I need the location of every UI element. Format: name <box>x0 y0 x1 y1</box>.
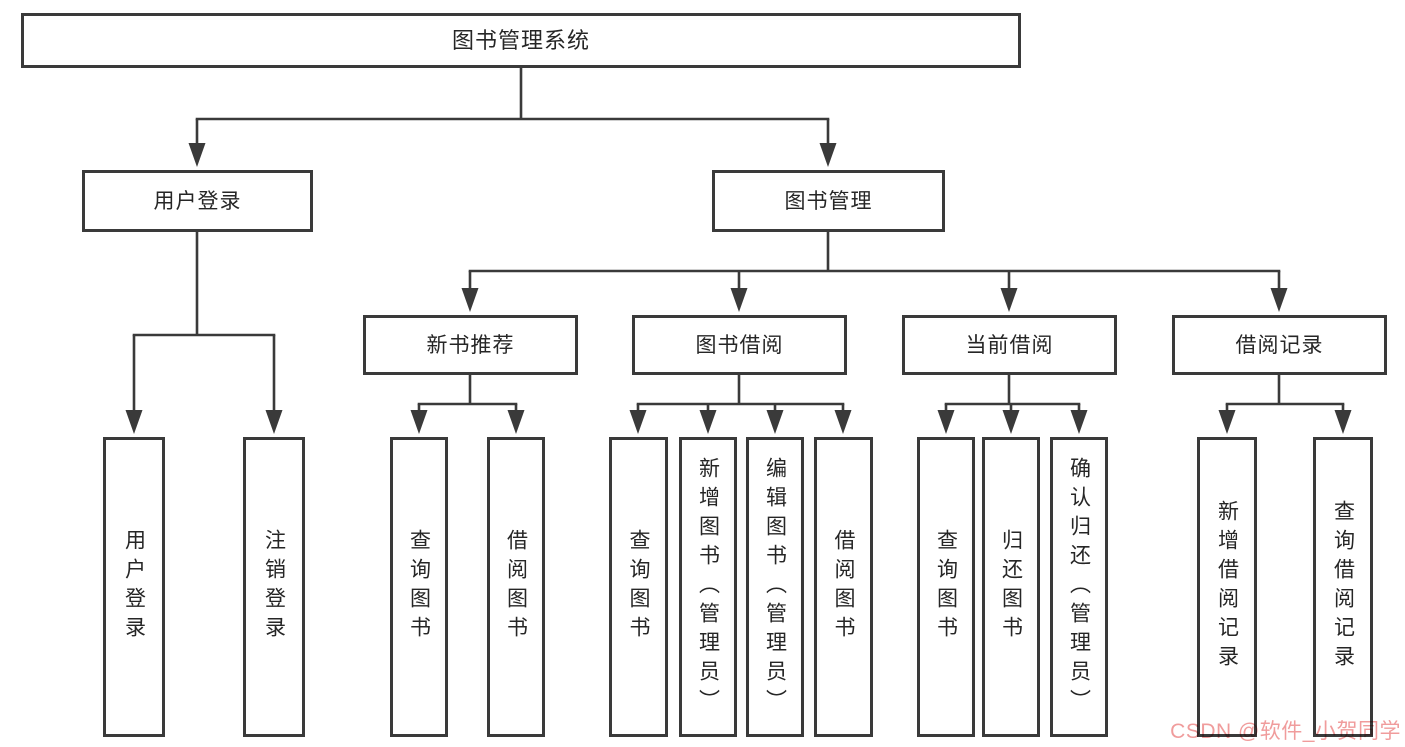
leaf-label: 查询图书 <box>407 529 431 645</box>
leaf-edit-book-admin: 编辑图书（管理员） <box>746 437 804 737</box>
node-user-login: 用户登录 <box>82 170 313 232</box>
node-book-management: 图书管理 <box>712 170 945 232</box>
node-label: 当前借阅 <box>965 333 1054 357</box>
node-label: 图书管理系统 <box>451 27 590 53</box>
node-current-borrow: 当前借阅 <box>902 315 1117 375</box>
leaf-label: 归还图书 <box>999 529 1023 645</box>
leaf-label: 注销登录 <box>262 529 286 645</box>
node-label: 借阅记录 <box>1235 333 1324 357</box>
leaf-borrow-books: 借阅图书 <box>814 437 873 737</box>
node-label: 图书管理 <box>784 189 873 213</box>
node-label: 新书推荐 <box>426 333 515 357</box>
leaf-label: 查询图书 <box>934 529 958 645</box>
leaf-logout: 注销登录 <box>243 437 305 737</box>
leaf-label: 借阅图书 <box>832 529 855 645</box>
node-system-root: 图书管理系统 <box>21 13 1021 68</box>
leaf-query-borrow-record: 查询借阅记录 <box>1313 437 1373 737</box>
leaf-label: 查询借阅记录 <box>1331 500 1355 674</box>
leaf-label: 查询图书 <box>627 529 650 645</box>
leaf-user-login: 用户登录 <box>103 437 165 737</box>
leaf-label: 用户登录 <box>122 529 146 645</box>
node-label: 用户登录 <box>153 189 242 213</box>
leaf-label: 编辑图书（管理员） <box>763 456 787 718</box>
leaf-label: 新增图书（管理员） <box>696 456 720 718</box>
node-new-book-recommend: 新书推荐 <box>363 315 578 375</box>
leaf-query-books-borrow: 查询图书 <box>609 437 668 737</box>
node-label: 图书借阅 <box>695 333 784 357</box>
node-borrow-records: 借阅记录 <box>1172 315 1387 375</box>
leaf-label: 新增借阅记录 <box>1215 500 1239 674</box>
leaf-borrow-books-recommend: 借阅图书 <box>487 437 545 737</box>
leaf-return-book: 归还图书 <box>982 437 1040 737</box>
leaf-confirm-return-admin: 确认归还（管理员） <box>1050 437 1108 737</box>
leaf-label: 确认归还（管理员） <box>1067 456 1091 718</box>
leaf-query-books-recommend: 查询图书 <box>390 437 448 737</box>
csdn-watermark: CSDN @软件_小贺同学 <box>1170 720 1401 743</box>
leaf-query-books-current: 查询图书 <box>917 437 975 737</box>
node-book-borrow: 图书借阅 <box>632 315 847 375</box>
leaf-add-borrow-record: 新增借阅记录 <box>1197 437 1257 737</box>
leaf-add-book-admin: 新增图书（管理员） <box>679 437 737 737</box>
leaf-label: 借阅图书 <box>504 529 528 645</box>
